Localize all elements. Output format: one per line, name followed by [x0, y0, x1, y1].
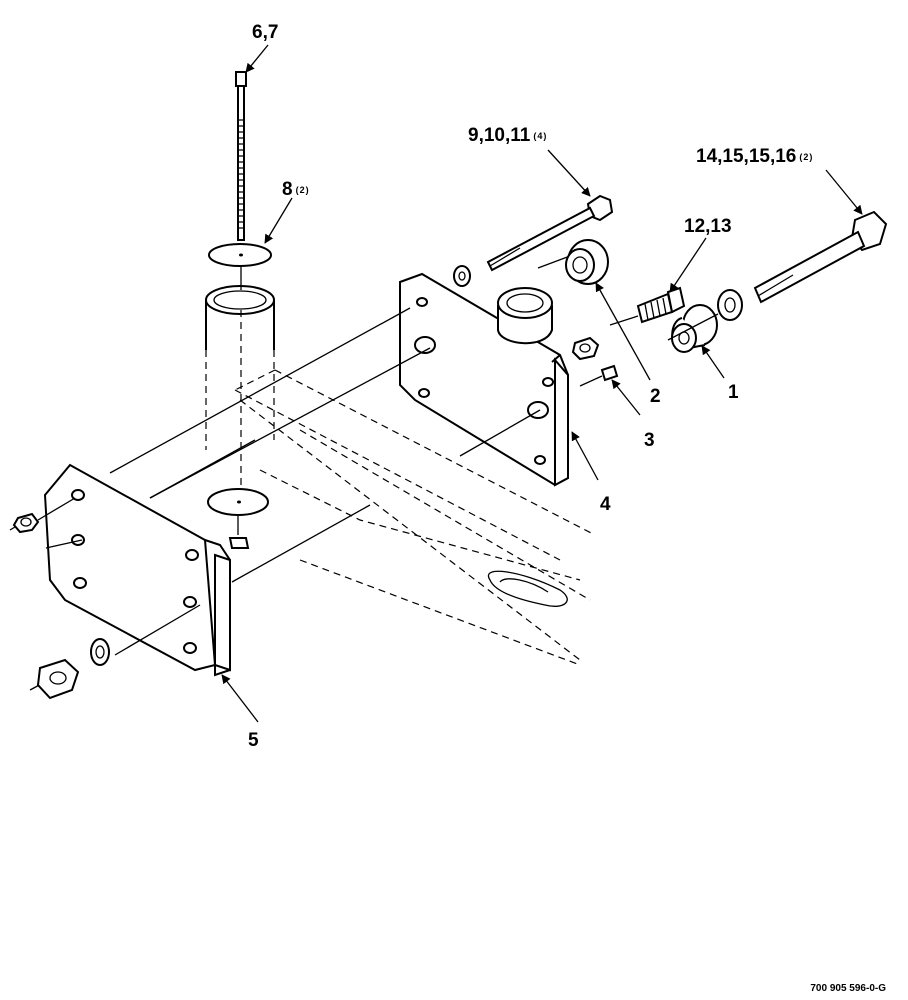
nut-bottom [228, 537, 250, 549]
left-nut-small [9, 497, 76, 534]
callout-8: 8(2) [282, 179, 310, 200]
spacer-tube [205, 285, 275, 450]
callout-2: 2 [650, 386, 661, 407]
left-nut-large [29, 638, 110, 700]
callout-1: 1 [728, 382, 739, 403]
long-bolt [235, 71, 247, 500]
leader-lines [221, 44, 863, 723]
pivot-bushing [497, 287, 553, 345]
callout-9-10-11: 9,10,11(4) [468, 125, 547, 146]
bolt-12 [609, 286, 686, 326]
plate-4 [399, 272, 569, 487]
set-screw-3 [579, 364, 619, 387]
callout-3: 3 [644, 430, 655, 451]
callout-4: 4 [600, 494, 611, 515]
alignment-lines [45, 307, 541, 656]
callout-5: 5 [248, 730, 259, 751]
drawing-number: 700 905 596-0-G [810, 983, 886, 994]
washer-bottom [207, 488, 269, 535]
washer-top [208, 243, 272, 267]
plate-5 [43, 463, 231, 677]
bolt-9 [453, 194, 614, 287]
roller-1 [671, 304, 718, 353]
callout-14-15-15-16: 14,15,15,16(2) [696, 146, 813, 167]
frame-slot [487, 570, 568, 607]
bearing-2 [537, 239, 609, 285]
callout-12-13: 12,13 [684, 216, 732, 237]
nut-plate4 [571, 336, 600, 361]
bolt-14 [667, 210, 888, 341]
callout-6-7: 6,7 [252, 22, 278, 43]
frame-tube-outline [234, 369, 596, 666]
